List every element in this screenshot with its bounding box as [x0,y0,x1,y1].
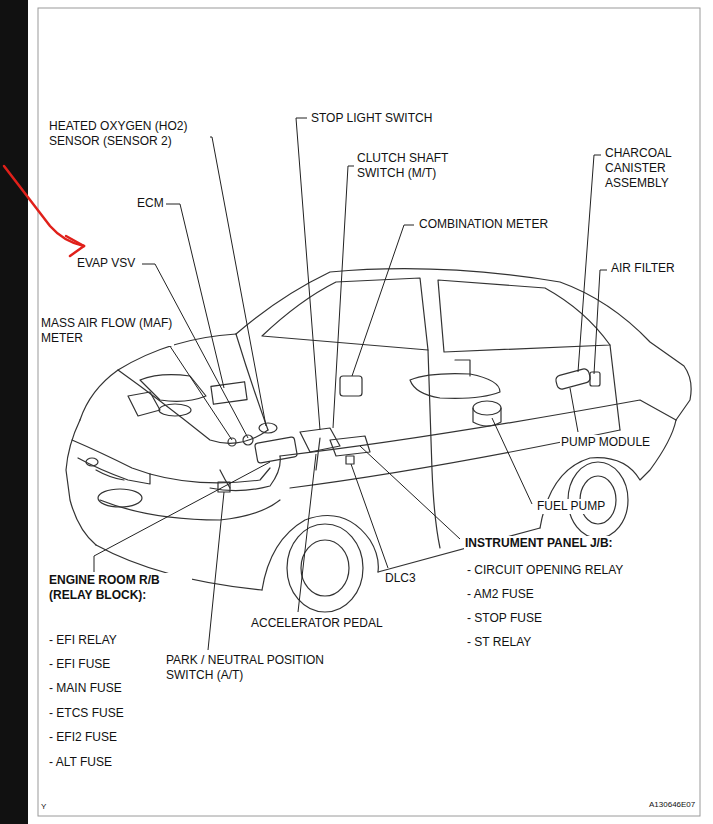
part-label: ECM [136,196,165,211]
part-label: A130646E07 [648,800,696,810]
part-label: DLC3 [384,571,417,586]
part-label: - STOP FUSE [466,611,543,626]
part-label: EVAP VSV [76,256,136,271]
part-label: PARK / NEUTRAL POSITION SWITCH (A/T) [165,653,372,683]
part-label: - EFI2 FUSE [48,730,118,745]
part-label: - EFI RELAY [48,633,118,648]
part-label: - AM2 FUSE [466,587,535,602]
part-label: - MAIN FUSE [48,681,123,696]
part-label: MASS AIR FLOW (MAF) METER [40,316,174,346]
part-label: - CIRCUIT OPENING RELAY [466,563,624,578]
part-label: STOP LIGHT SWITCH [310,111,433,126]
part-label: COMBINATION METER [418,217,549,232]
part-label: ENGINE ROOM R/B (RELAY BLOCK): [48,573,192,603]
part-label: CLUTCH SHAFT SWITCH (M/T) [356,151,476,181]
part-label: - ST RELAY [466,635,532,650]
part-label: AIR FILTER [610,261,676,276]
part-label: PUMP MODULE [560,435,651,450]
part-label: ACCELERATOR PEDAL [250,616,384,631]
part-label: FUEL PUMP [536,499,606,514]
part-label: - ETCS FUSE [48,706,125,721]
part-label: Y [40,802,47,812]
part-label: CHARCOAL CANISTER ASSEMBLY [604,146,698,191]
part-label: INSTRUMENT PANEL J/B: [464,536,614,551]
part-label: - ALT FUSE [48,755,113,770]
part-label: - EFI FUSE [48,657,111,672]
part-label: HEATED OXYGEN (HO2) SENSOR (SENSOR 2) [48,119,210,149]
